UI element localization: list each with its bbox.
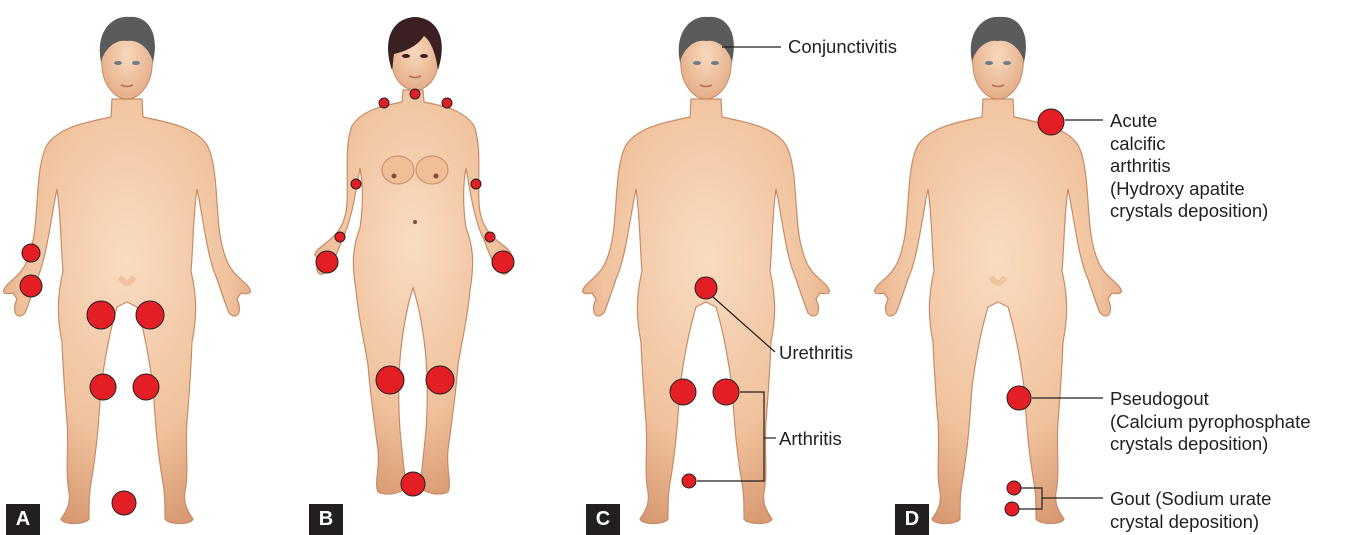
gout-line: Gout (Sodium urate [1110,488,1271,511]
pseudogout-line: (Calcium pyrophosphate [1110,411,1311,434]
acute-calcific-line: calcific [1110,133,1268,156]
panel-c-badge: C [586,504,620,535]
acute-calcific-line: crystals deposition) [1110,200,1268,223]
joint-marker [20,275,42,297]
joint-marker [695,277,717,299]
panel-b-badge: B [309,504,343,535]
gout-label: Gout (Sodium urate crystal deposition) [1110,488,1271,533]
joint-marker [22,244,40,262]
joint-marker [670,379,696,405]
joint-marker [87,301,115,329]
joint-marker [90,374,116,400]
joint-marker [682,474,696,488]
pseudogout-line: Pseudogout [1110,388,1311,411]
pseudogout-line: crystals deposition) [1110,433,1311,456]
joint-marker [401,472,425,496]
joint-marker [136,301,164,329]
joint-marker [492,251,514,273]
acute-calcific-label: Acute calcific arthritis (Hydroxy apatit… [1110,110,1268,223]
panel-d-badge: D [895,504,929,535]
joint-marker [410,89,420,99]
joint-marker [335,232,345,242]
joint-marker [471,179,481,189]
urethritis-label: Urethritis [779,342,853,365]
panel-a-badge: A [6,504,40,535]
gout-line: crystal deposition) [1110,511,1271,534]
joint-marker [376,366,404,394]
acute-calcific-line: Acute [1110,110,1268,133]
acute-calcific-line: arthritis [1110,155,1268,178]
joint-marker [316,251,338,273]
panel-d-figure [875,17,1122,524]
joint-marker [112,491,136,515]
acute-calcific-line: (Hydroxy apatite [1110,178,1268,201]
panel-a-figure [4,17,251,524]
joint-marker [1007,386,1031,410]
joint-marker [379,98,389,108]
joint-marker [485,232,495,242]
panel-b-figure [315,17,514,496]
joint-marker [1038,109,1064,135]
pseudogout-label: Pseudogout (Calcium pyrophosphate crysta… [1110,388,1311,456]
joint-marker [1007,481,1021,495]
joint-marker [351,179,361,189]
joint-marker [442,98,452,108]
arthritis-label: Arthritis [779,428,842,451]
conjunctivitis-label: Conjunctivitis [788,36,897,59]
joint-marker [713,379,739,405]
joint-marker [426,366,454,394]
joint-marker [1005,502,1019,516]
joint-marker [133,374,159,400]
